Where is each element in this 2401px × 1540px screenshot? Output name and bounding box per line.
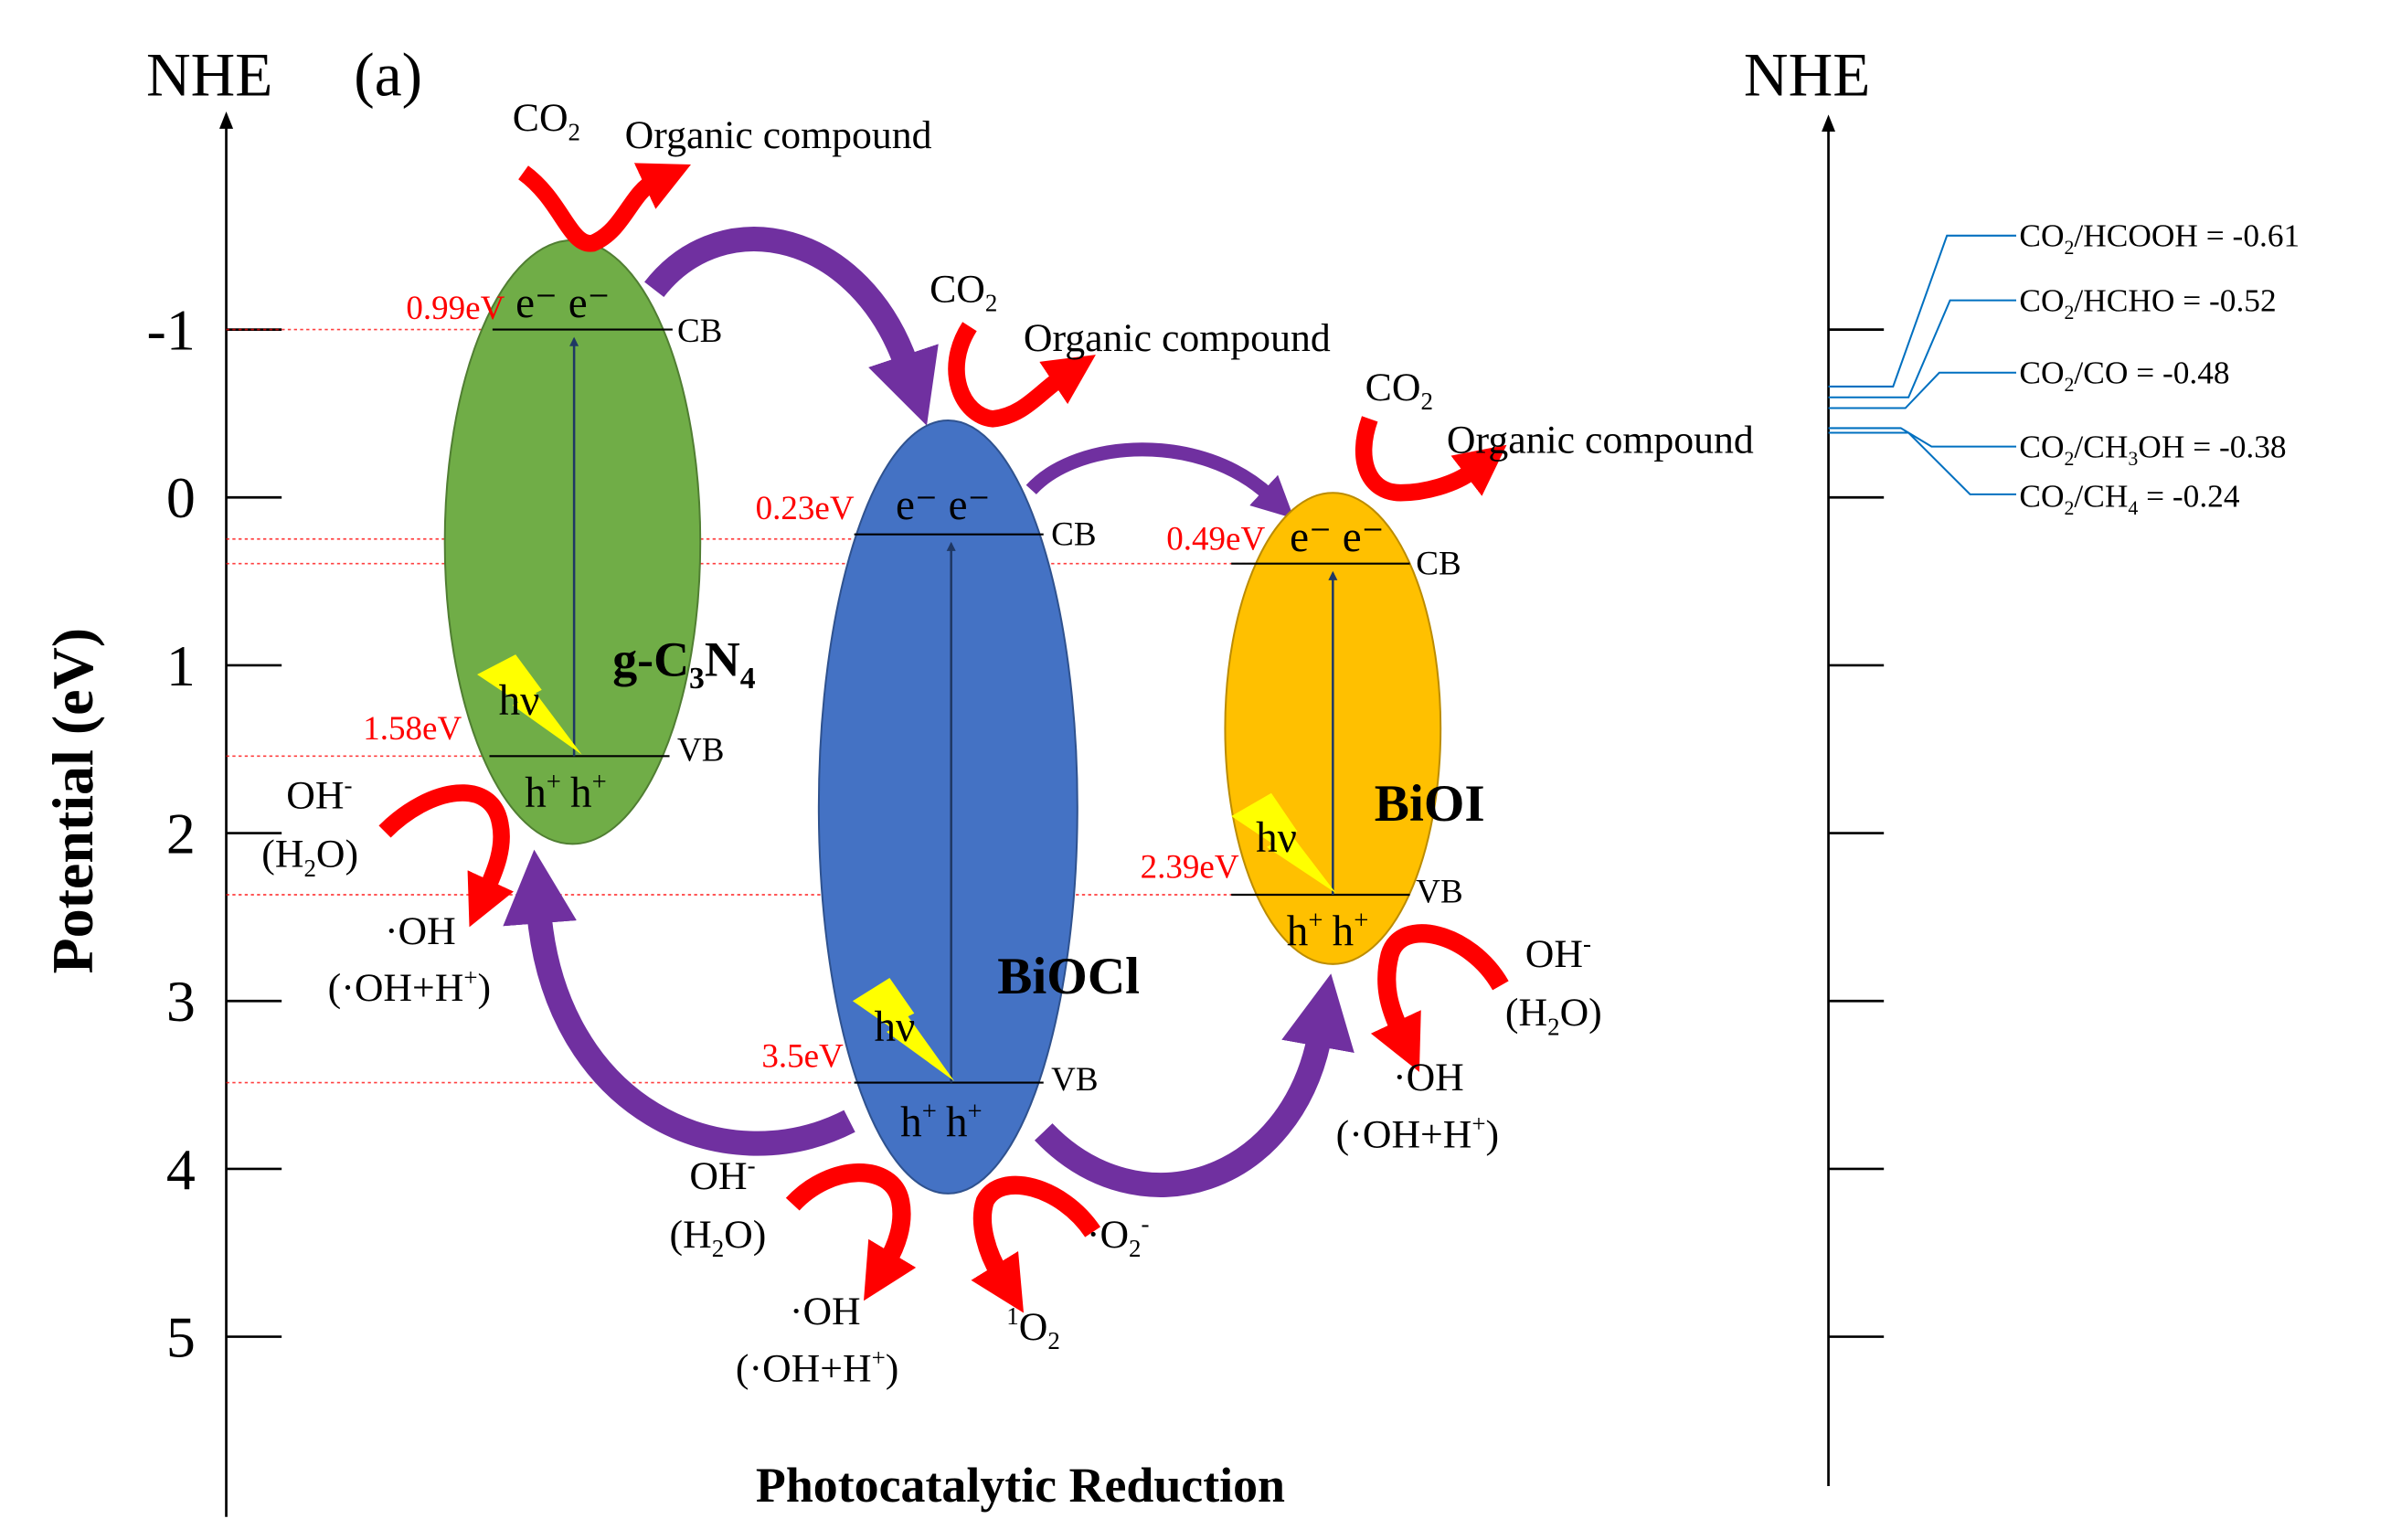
bioi-electrons: e⁻ e⁻ (1290, 514, 1384, 561)
bioi-name: BiOI (1375, 775, 1485, 833)
hydroxyl-radical-pair-label: (·OH+H+) (736, 1344, 898, 1391)
hydroxyl-radical-pair-label: (·OH+H+) (328, 963, 491, 1010)
red-arrow-gcn-vb (378, 784, 515, 928)
right-axis-title: NHE (1744, 40, 1870, 109)
bioi-light: hν (1256, 814, 1297, 862)
gcn-holes: h+h+ (525, 767, 607, 817)
level-value: 1.58eV (363, 710, 462, 748)
biocl-light: hν (874, 1004, 915, 1051)
hydroxyl-radical-label: ·OH (1393, 1056, 1464, 1099)
bioi-holes: h+h+ (1287, 906, 1369, 956)
redox-potential-hcooh: CO2/HCOOH = -0.61 (2019, 218, 2300, 259)
level-value: 0.23eV (756, 490, 855, 527)
left-axis-title: NHE (146, 40, 272, 109)
organic-compound-label: Organic compound (625, 113, 932, 157)
band-edges (489, 328, 1410, 1084)
light-bolts (477, 654, 1336, 1081)
tick-label: 2 (166, 801, 196, 866)
cb-label: CB (677, 313, 722, 350)
gcn-name: g-C3N4 (612, 632, 756, 696)
biocl-ellipse (817, 419, 1078, 1195)
vb-label: VB (1416, 873, 1462, 910)
charge-transfer-arrows (503, 227, 1355, 1197)
tick-label: 4 (166, 1137, 196, 1202)
purple-arrow-biocl-to-bioi-cb (1025, 442, 1294, 519)
red-arrow-bioi-co2 (1355, 416, 1507, 502)
red-arrow-gcn-co2 (517, 163, 691, 252)
red-arrow-biocl-vb-right (971, 1175, 1101, 1313)
level-value: 2.39eV (1141, 848, 1239, 886)
hydroxyl-radical-pair-label: (·OH+H+) (1336, 1110, 1499, 1156)
right-ticks (1828, 328, 1885, 1338)
tick-label: 5 (166, 1304, 196, 1369)
lightning-icon (477, 654, 582, 755)
left-axis: NHE (a) -1 0 1 2 3 4 5 Potential (eV) (40, 40, 422, 1517)
tick-label: 3 (166, 969, 196, 1034)
redox-potential-hcho: CO2/HCHO = -0.52 (2019, 281, 2276, 323)
vb-label: VB (1051, 1061, 1098, 1099)
redox-reaction-arrows (378, 163, 1509, 1313)
redox-potential-ch4: CO2/CH4 = -0.24 (2019, 477, 2239, 518)
cb-label: CB (1051, 515, 1096, 553)
lightning-icon (1231, 792, 1336, 894)
redox-leader-lines (1828, 234, 2017, 495)
lightning-icon (852, 977, 955, 1081)
biocl-electrons: e⁻ e⁻ (896, 482, 990, 529)
water-label: (H2O) (670, 1213, 767, 1262)
tick-label: -1 (147, 297, 196, 362)
vb-label: VB (677, 731, 724, 769)
co2-label: CO2 (513, 96, 580, 145)
organic-compound-label: Organic compound (1447, 418, 1754, 462)
hydroxyl-radical-label: ·OH (790, 1290, 861, 1333)
biocl-holes: h+h+ (900, 1097, 983, 1147)
tick-label: 1 (166, 633, 196, 698)
x-axis-label: Photocatalytic Reduction (756, 1458, 1285, 1513)
tick-label: 0 (166, 465, 196, 530)
gcn-light: hν (499, 677, 540, 725)
red-arrow-biocl-vb-left (785, 1163, 917, 1301)
redox-potential-ch3oh: CO2/CH3OH = -0.38 (2019, 428, 2286, 469)
level-value: 0.49eV (1166, 521, 1265, 558)
superoxide-label: ·O2- (1087, 1210, 1150, 1262)
hydroxide-label: OH- (1525, 929, 1591, 976)
water-label: (H2O) (261, 833, 358, 882)
purple-arrow-gcn-to-biocl-cb (644, 227, 939, 426)
level-value: 0.99eV (406, 290, 505, 327)
right-axis: NHE (1744, 40, 1885, 1487)
excitation-arrows (569, 336, 1338, 1083)
co2-label: CO2 (1365, 366, 1433, 415)
level-value: 3.5eV (761, 1038, 844, 1076)
water-label: (H2O) (1505, 991, 1602, 1040)
co2-label: CO2 (930, 267, 997, 316)
hydroxide-label: OH- (689, 1152, 755, 1198)
singlet-oxygen-label: 1O2 (1006, 1302, 1060, 1354)
y-axis-label: Potential (eV) (40, 628, 105, 974)
purple-arrow-biocl-vb-to-bioi-vb (1034, 973, 1355, 1197)
gcn-electrons: e⁻ e⁻ (515, 280, 610, 327)
cb-label: CB (1416, 545, 1461, 582)
g-c3n4-ellipse (443, 239, 702, 845)
organic-compound-label: Organic compound (1024, 316, 1331, 360)
redox-potential-co: CO2/CO = -0.48 (2019, 355, 2229, 396)
biocl-name: BiOCl (997, 948, 1140, 1005)
purple-arrow-biocl-vb-to-gcn-vb (503, 849, 855, 1156)
hydroxide-label: OH- (286, 771, 352, 818)
red-arrow-bioi-vb (1370, 924, 1509, 1072)
panel-label: (a) (354, 40, 422, 109)
hydroxyl-radical-label: ·OH (385, 909, 456, 953)
red-arrow-biocl-co2 (948, 322, 1096, 428)
